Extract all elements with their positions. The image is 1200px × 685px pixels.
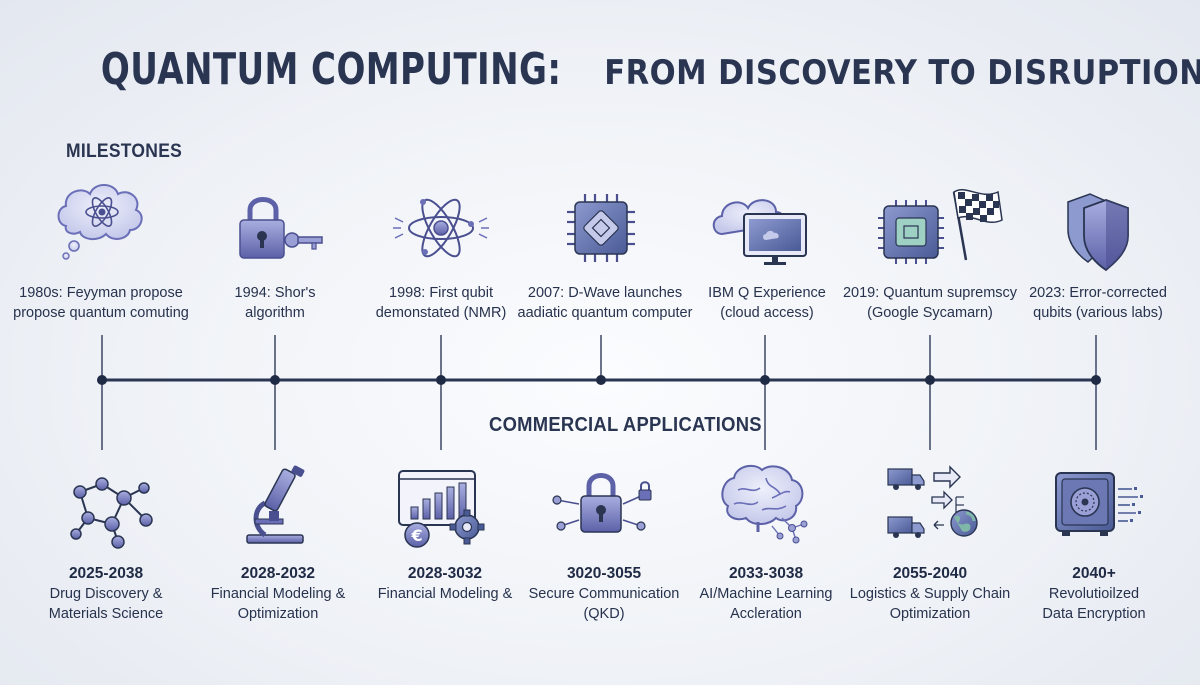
milestone-label: 2023: Error-corrected qubits (various la… <box>1029 285 1167 321</box>
title-part-1: QUANTUM COMPUTING: <box>100 44 562 95</box>
application-label: 2028-2032 Financial Modeling & Optimizat… <box>210 565 346 622</box>
milestone-connectors <box>101 335 1097 380</box>
application-years: 2028-3032 <box>407 565 483 582</box>
vault-safe-icon <box>1055 472 1143 536</box>
application-label: 2040+ Revolutioilzed Data Encryption <box>1042 565 1146 622</box>
shield-icon <box>1067 193 1129 272</box>
cloud-monitor-icon <box>712 199 807 265</box>
application-label: 2028-3032 Financial Modeling & <box>377 565 513 602</box>
finance-chart-gear-icon: € <box>398 470 485 548</box>
application-label: 3020-3055 Secure Communication (QKD) <box>528 565 680 622</box>
chip-icon <box>567 194 635 262</box>
molecule-network-icon <box>70 477 153 549</box>
application-years: 3020-3055 <box>566 565 642 582</box>
brain-thought-atom-icon <box>57 184 143 260</box>
application-label: 2055-2040 Logistics & Supply Chain Optim… <box>849 565 1011 622</box>
application-connectors <box>101 380 1097 450</box>
application-label: 2033-3038 AI/Machine Learning Accleratio… <box>699 565 833 622</box>
milestone-label: 2007: D-Wave launches aadiatic quantum c… <box>517 285 693 321</box>
commercial-applications-heading: COMMERCIAL APPLICATIONS <box>489 414 762 436</box>
milestone-label: IBM Q Experience (cloud access) <box>708 285 826 321</box>
application-years: 2040+ <box>1072 565 1116 582</box>
svg-text:€: € <box>410 526 422 545</box>
application-label: 2025-2038 Drug Discovery & Materials Sci… <box>48 565 164 622</box>
microscope-icon <box>246 465 305 544</box>
timeline-dots <box>97 375 1101 385</box>
brain-circuit-icon <box>721 464 808 544</box>
logistics-trucks-icon <box>887 465 978 538</box>
milestone-label: 1980s: Feyyman propose propose quantum c… <box>13 285 189 321</box>
title-part-2: FROM DISCOVERY TO DISRUPTION <box>604 53 1200 93</box>
milestones-heading: MILESTONES <box>66 141 183 162</box>
atom-icon <box>393 198 489 258</box>
padlock-network-icon <box>552 473 652 533</box>
page-title: QUANTUM COMPUTING: FROM DISCOVERY TO DIS… <box>0 44 1200 95</box>
padlock-key-icon <box>239 197 323 259</box>
chip-checkered-flag-icon <box>878 189 1003 264</box>
application-years: 2055-2040 <box>892 565 968 582</box>
application-years: 2028-2032 <box>240 565 316 582</box>
milestone-label: 1994: Shor's algorithm <box>234 285 316 321</box>
application-years: 2025-2038 <box>68 565 144 582</box>
milestone-label: 1998: First qubit demonstated (NMR) <box>375 285 507 321</box>
milestone-label: 2019: Quantum supremscy (Google Sycamarn… <box>842 285 1018 321</box>
application-years: 2033-3038 <box>728 565 804 582</box>
